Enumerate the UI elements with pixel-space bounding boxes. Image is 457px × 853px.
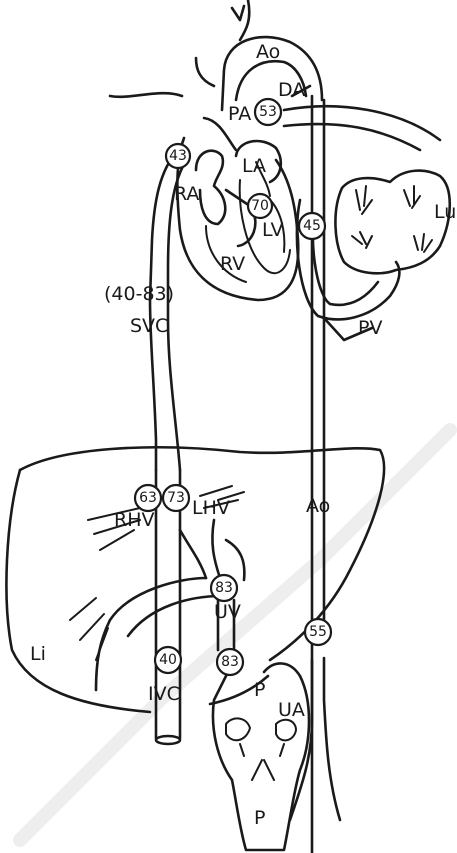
label-p-upper: P	[254, 679, 265, 701]
label-rhv: RHV	[114, 509, 155, 531]
lung	[297, 171, 450, 340]
label-svc-range: (40-83)	[104, 283, 174, 305]
label-ua: UA	[278, 699, 305, 721]
saturation-placental-value: 83	[221, 654, 239, 670]
saturation-rhv-value: 63	[139, 490, 157, 506]
aortic-arch	[222, 0, 340, 853]
label-da: DA	[278, 79, 305, 101]
saturation-ra: 43	[166, 144, 190, 168]
label-pv: PV	[358, 317, 382, 339]
label-p-lower: P	[254, 807, 265, 829]
label-uv: UV	[214, 601, 241, 623]
saturation-pa: 53	[255, 99, 281, 125]
label-ivc: IVC	[148, 683, 180, 705]
saturation-lhv-value: 73	[167, 490, 185, 506]
saturation-ivc-value: 40	[159, 652, 177, 668]
label-li: Li	[30, 643, 46, 665]
saturation-placental: 83	[217, 649, 243, 675]
label-ao-upper: Ao	[256, 41, 280, 63]
saturation-lu-inflow-value: 45	[303, 218, 321, 234]
saturation-lv: 70	[248, 194, 272, 218]
saturation-uv-value: 83	[215, 580, 233, 596]
saturation-ao-desc: 55	[305, 619, 331, 645]
label-ra: RA	[174, 183, 199, 205]
saturation-ao-desc-value: 55	[309, 624, 327, 640]
label-la: LA	[242, 155, 266, 177]
label-lu: Lu	[434, 201, 456, 223]
label-rv: RV	[220, 253, 245, 275]
saturation-lhv: 73	[163, 485, 189, 511]
saturation-pa-value: 53	[259, 104, 277, 120]
label-lv: LV	[262, 219, 284, 241]
saturation-uv: 83	[211, 575, 237, 601]
saturation-rhv: 63	[135, 485, 161, 511]
saturation-ra-value: 43	[169, 148, 187, 164]
saturation-lv-value: 70	[251, 198, 269, 214]
saturation-ivc: 40	[155, 647, 181, 673]
label-pa: PA	[228, 103, 251, 125]
label-lhv: LHV	[192, 497, 230, 519]
label-ao-lower: Ao	[306, 495, 330, 517]
saturation-lu-inflow: 45	[299, 213, 325, 239]
label-svc: SVC	[130, 315, 168, 337]
